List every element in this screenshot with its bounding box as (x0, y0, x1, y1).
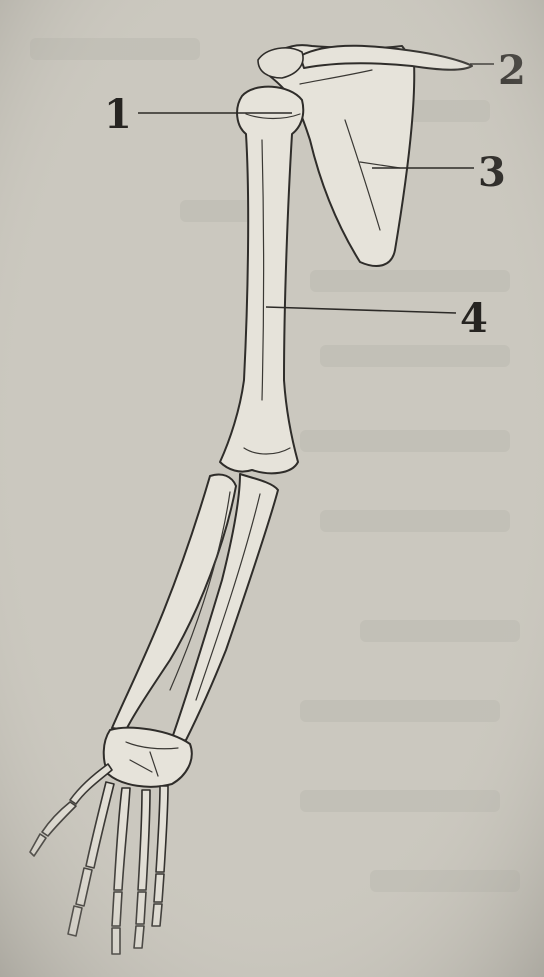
diagram-canvas: 1 2 3 4 (0, 0, 544, 977)
arm-skeleton-diagram: 1 2 3 4 (0, 0, 544, 977)
photo-vignette (0, 0, 544, 977)
